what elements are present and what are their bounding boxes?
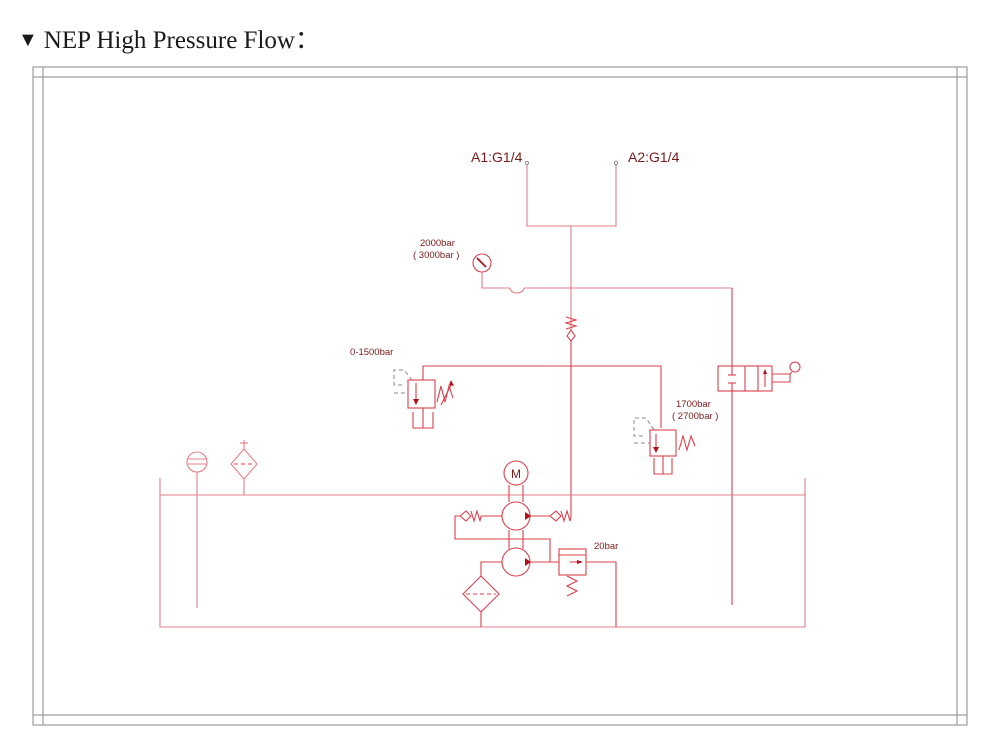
reservoir-tank bbox=[159, 478, 806, 628]
motor-label: M bbox=[511, 467, 521, 481]
adjustable-relief-valve: 0-1500bar bbox=[350, 347, 571, 429]
gauge-label-secondary: ( 3000bar ) bbox=[413, 250, 459, 261]
relief-arrow-head-icon bbox=[413, 399, 419, 405]
booster-direction-icon bbox=[525, 558, 531, 566]
section-title: ▼NEP High Pressure Flow： bbox=[18, 20, 320, 56]
safety-relief-line bbox=[571, 365, 662, 428]
motor-icon bbox=[503, 460, 529, 486]
lever-knob-icon bbox=[789, 361, 801, 373]
port-a2-label: A2:G1/4 bbox=[628, 149, 680, 165]
adjustable-relief-label: 0-1500bar bbox=[350, 347, 393, 358]
relief-return-line bbox=[586, 561, 617, 627]
spring-adjust-arrow-head-icon bbox=[449, 380, 454, 386]
gauge-needle-icon bbox=[476, 257, 487, 268]
low-pressure-relief-valve: 20bar bbox=[558, 541, 618, 627]
motor-pump-unit: M bbox=[454, 460, 572, 577]
drawing-frame bbox=[32, 66, 968, 726]
valve-arrow-head-icon bbox=[763, 369, 767, 374]
safety-relief-label-primary: 1700bar bbox=[676, 399, 711, 410]
gauge-line bbox=[481, 272, 510, 289]
port-a1-label: A1:G1/4 bbox=[471, 149, 523, 165]
safety-pilot-dashed bbox=[633, 417, 655, 437]
gauge-label-primary: 2000bar bbox=[420, 238, 455, 249]
main-check-valve-icon bbox=[564, 316, 578, 348]
safety-relief-valve: 1700bar ( 2700bar ) bbox=[571, 365, 718, 475]
check-valve-icon bbox=[459, 510, 472, 522]
relief-arrow-head-icon bbox=[577, 560, 583, 564]
port-a2-connector-icon bbox=[613, 160, 619, 166]
suction-filter bbox=[462, 575, 500, 627]
spring-icon bbox=[678, 433, 696, 453]
relief-valve-body-icon bbox=[407, 379, 436, 409]
relief-pilot-dashed bbox=[393, 369, 413, 386]
triangle-marker-icon: ▼ bbox=[18, 29, 38, 51]
relief-valve-body-icon bbox=[649, 429, 677, 457]
spring-icon bbox=[565, 575, 579, 597]
output-ports: A1:G1/4 A2:G1/4 bbox=[471, 149, 680, 227]
safety-arrow-head-icon bbox=[653, 447, 659, 453]
adjustable-relief-pilot-line bbox=[422, 365, 571, 380]
check-valve-spring bbox=[560, 509, 572, 523]
inlet-check-spring bbox=[470, 509, 482, 523]
low-pressure-relief-label: 20bar bbox=[594, 541, 618, 552]
adjustable-spring-icon bbox=[436, 384, 454, 403]
line-crossover-icon bbox=[509, 287, 525, 294]
port-a1-connector-icon bbox=[524, 160, 530, 166]
air-breather bbox=[230, 440, 258, 495]
pressure-gauge: 2000bar ( 3000bar ) bbox=[413, 238, 733, 366]
level-gauge bbox=[186, 451, 208, 608]
check-valve-icon bbox=[549, 510, 562, 522]
section-title-text: NEP High Pressure Flow： bbox=[43, 27, 320, 54]
spring-adjust-arrow bbox=[440, 382, 453, 406]
pump-inlet-loop bbox=[454, 515, 551, 562]
pump-direction-icon bbox=[525, 512, 531, 520]
lever-icon bbox=[772, 373, 791, 383]
tank-outline bbox=[159, 478, 806, 628]
level-gauge-icon bbox=[186, 451, 208, 473]
booster-inlet-line bbox=[480, 561, 502, 576]
port-manifold-line bbox=[526, 165, 617, 227]
lever-stem bbox=[789, 371, 793, 375]
safety-relief-label-secondary: ( 2700bar ) bbox=[672, 411, 718, 422]
manual-directional-valve bbox=[717, 361, 801, 605]
